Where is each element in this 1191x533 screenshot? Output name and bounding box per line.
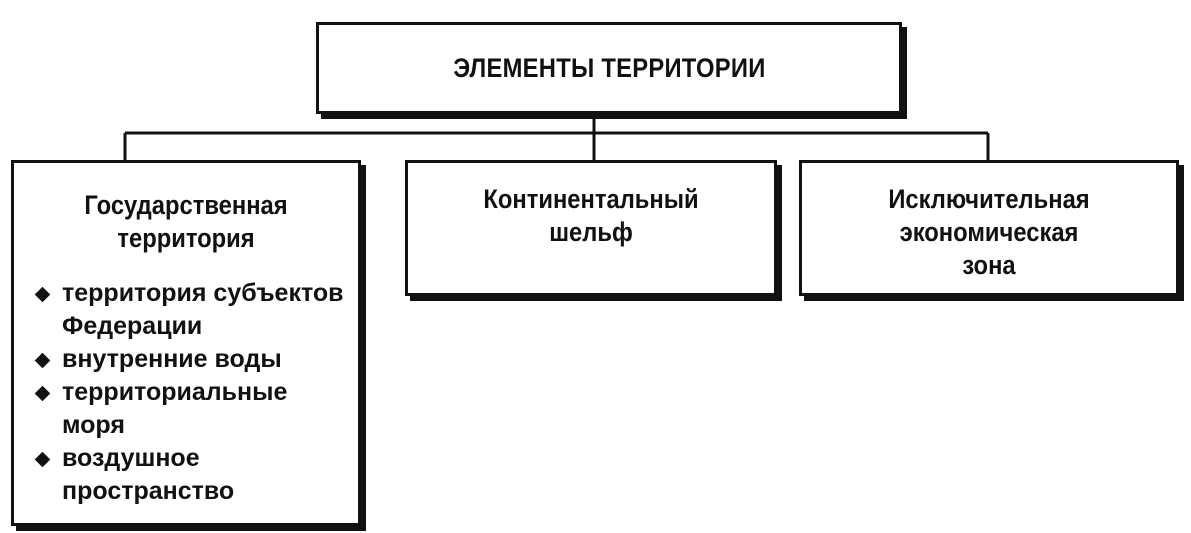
list-item-text: территориальные моря [62, 378, 288, 439]
diamond-icon [34, 286, 51, 303]
list-item: воздушное пространство [34, 442, 358, 508]
node-title: Государственная территория [84, 190, 288, 253]
node-exclusive-economic-zone: Исключительная экономическая зона [799, 160, 1179, 296]
list-item-text: территория субъектов Федерации [62, 279, 344, 340]
list-item-text: воздушное пространство [62, 444, 235, 505]
list-item: территориальные моря [34, 376, 358, 442]
list-item: внутренние воды [34, 343, 358, 376]
node-title: Континентальный шельф [483, 184, 699, 247]
list-item-text: внутренние воды [62, 345, 282, 373]
root-title: ЭЛЕМЕНТЫ ТЕРРИТОРИИ [452, 52, 766, 83]
diamond-icon [34, 451, 51, 468]
diamond-icon [34, 385, 51, 402]
node-title: Исключительная экономическая зона [888, 184, 1090, 280]
list-item: территория субъектов Федерации [34, 277, 358, 343]
bullet-list: территория субъектов Федерации внутренни… [14, 277, 358, 508]
node-continental-shelf: Континентальный шельф [405, 160, 777, 296]
diamond-icon [34, 352, 51, 369]
node-state-territory: Государственная территория территория су… [11, 160, 361, 526]
root-node: ЭЛЕМЕНТЫ ТЕРРИТОРИИ [316, 22, 902, 114]
